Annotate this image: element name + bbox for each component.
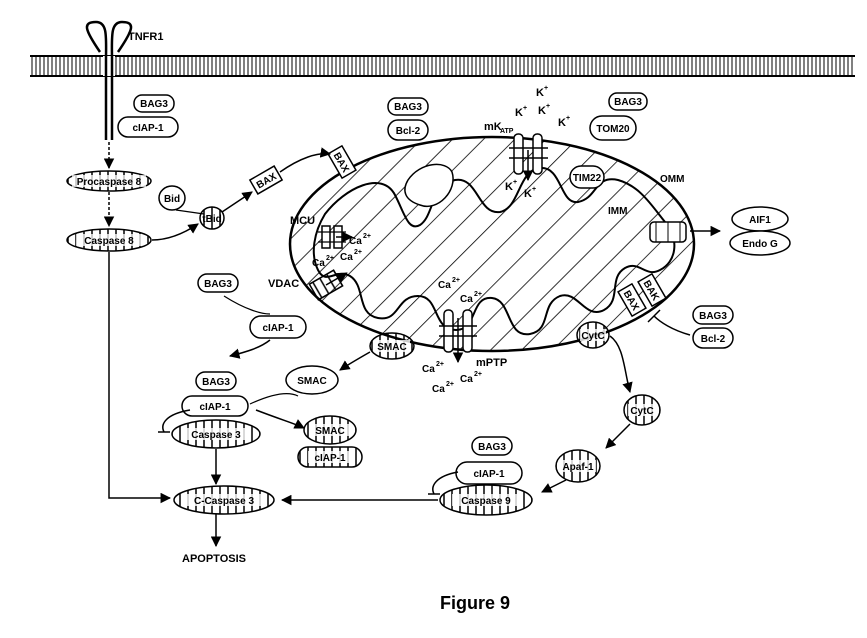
- ciap1-receptor: cIAP-1: [118, 117, 178, 137]
- svg-text:ATP: ATP: [500, 128, 514, 135]
- caspase8: Caspase 8: [67, 229, 151, 251]
- svg-text:Ca: Ca: [460, 374, 473, 385]
- svg-text:+: +: [532, 186, 536, 193]
- svg-text:BAG3: BAG3: [699, 311, 727, 322]
- svg-text:2+: 2+: [436, 361, 444, 368]
- svg-text:mPTP: mPTP: [476, 357, 507, 369]
- cytc-mito: CytC: [577, 322, 609, 348]
- plasma-membrane: [30, 56, 855, 76]
- bag3-tom20: BAG3 TOM20: [590, 93, 647, 140]
- smac-mito: SMAC: [370, 333, 414, 359]
- svg-text:Caspase 9: Caspase 9: [461, 496, 511, 507]
- endog: Endo G: [730, 231, 790, 255]
- svg-text:Ca: Ca: [312, 258, 325, 269]
- svg-text:2+: 2+: [446, 381, 454, 388]
- tnfr1-label: TNFR1: [128, 31, 163, 43]
- svg-text:K: K: [505, 181, 513, 193]
- svg-text:Ca: Ca: [340, 252, 353, 263]
- svg-text:Caspase 8: Caspase 8: [84, 236, 134, 247]
- smac-ciap1-complex: SMAC cIAP-1: [298, 416, 362, 467]
- vdac-label: VDAC: [268, 278, 299, 290]
- svg-text:+: +: [513, 179, 517, 186]
- svg-text:cIAP-1: cIAP-1: [199, 402, 231, 413]
- svg-text:SMAC: SMAC: [297, 376, 326, 387]
- svg-text:+: +: [523, 105, 527, 112]
- bag3-left: BAG3: [198, 274, 238, 292]
- bax-omm: BAX: [328, 146, 356, 178]
- svg-text:Procaspase 8: Procaspase 8: [77, 177, 142, 188]
- svg-text:2+: 2+: [326, 255, 334, 262]
- svg-text:Endo G: Endo G: [742, 239, 778, 250]
- svg-text:BAG3: BAG3: [614, 97, 642, 108]
- svg-text:+: +: [544, 85, 548, 92]
- svg-text:+: +: [566, 115, 570, 122]
- bag3-bcl2-right: BAG3 Bcl-2: [693, 306, 733, 348]
- omm-label: OMM: [660, 174, 684, 185]
- tbid: tBid: [200, 207, 224, 229]
- svg-text:BAG3: BAG3: [394, 102, 422, 113]
- smac-cytosol: SMAC: [286, 366, 338, 394]
- svg-text:K: K: [538, 105, 546, 117]
- svg-text:SMAC: SMAC: [315, 426, 344, 437]
- svg-text:CytC: CytC: [581, 331, 604, 342]
- cleaved-caspase3: C-Caspase 3: [174, 486, 274, 514]
- svg-text:BAG3: BAG3: [140, 99, 168, 110]
- ciap1-left: cIAP-1: [250, 316, 306, 338]
- svg-text:Ca: Ca: [349, 236, 362, 247]
- svg-text:Caspase 3: Caspase 3: [191, 430, 241, 441]
- svg-text:cIAP-1: cIAP-1: [132, 123, 164, 134]
- svg-text:2+: 2+: [474, 371, 482, 378]
- svg-text:Ca: Ca: [422, 364, 435, 375]
- bag3-ciap1-caspase9-complex: BAG3 cIAP-1 Caspase 9: [440, 437, 532, 515]
- svg-text:Bcl-2: Bcl-2: [396, 126, 421, 137]
- svg-text:K: K: [524, 188, 532, 200]
- svg-text:cIAP-1: cIAP-1: [262, 323, 294, 334]
- bag3-ciap1-caspase3-complex: BAG3 cIAP-1 Caspase 3: [172, 372, 260, 448]
- svg-text:K: K: [536, 87, 544, 99]
- bid: Bid: [159, 186, 185, 210]
- svg-text:cIAP-1: cIAP-1: [314, 453, 346, 464]
- tim22: TIM22: [570, 166, 604, 188]
- svg-text:2+: 2+: [363, 233, 371, 240]
- cytc-cytosol: CytC: [624, 395, 660, 425]
- svg-text:2+: 2+: [452, 277, 460, 284]
- apaf1: Apaf-1: [556, 450, 600, 482]
- bax-cytosol: BAX: [250, 166, 282, 194]
- svg-text:BAG3: BAG3: [478, 442, 506, 453]
- procaspase8: Procaspase 8: [67, 171, 151, 191]
- omm-transporter: [650, 222, 720, 242]
- svg-text:BAG3: BAG3: [204, 279, 232, 290]
- svg-text:C-Caspase 3: C-Caspase 3: [194, 496, 254, 507]
- svg-text:Ca: Ca: [438, 280, 451, 291]
- svg-text:Apaf-1: Apaf-1: [562, 462, 594, 473]
- svg-text:AIF1: AIF1: [749, 215, 771, 226]
- svg-text:TIM22: TIM22: [573, 173, 602, 184]
- svg-text:K: K: [515, 107, 523, 119]
- imm-label: IMM: [608, 206, 627, 217]
- bag3-bcl2-top: BAG3 Bcl-2: [388, 98, 428, 140]
- apoptosis-label: APOPTOSIS: [182, 553, 246, 565]
- svg-text:2+: 2+: [354, 249, 362, 256]
- svg-text:K: K: [558, 117, 566, 129]
- svg-text:cIAP-1: cIAP-1: [473, 469, 505, 480]
- svg-text:Ca: Ca: [460, 294, 473, 305]
- svg-text:Bid: Bid: [164, 194, 180, 205]
- svg-text:CytC: CytC: [630, 406, 653, 417]
- svg-text:Bcl-2: Bcl-2: [701, 334, 726, 345]
- figure-caption: Figure 9: [440, 593, 510, 613]
- aif1: AIF1: [732, 207, 788, 231]
- svg-text:Ca: Ca: [432, 384, 445, 395]
- svg-text:2+: 2+: [474, 291, 482, 298]
- bag3-receptor: BAG3: [134, 95, 174, 112]
- svg-text:TOM20: TOM20: [596, 124, 630, 135]
- svg-text:BAG3: BAG3: [202, 377, 230, 388]
- svg-text:SMAC: SMAC: [377, 342, 406, 353]
- svg-text:+: +: [546, 103, 550, 110]
- svg-text:MCU: MCU: [290, 215, 315, 227]
- svg-text:tBid: tBid: [202, 214, 221, 225]
